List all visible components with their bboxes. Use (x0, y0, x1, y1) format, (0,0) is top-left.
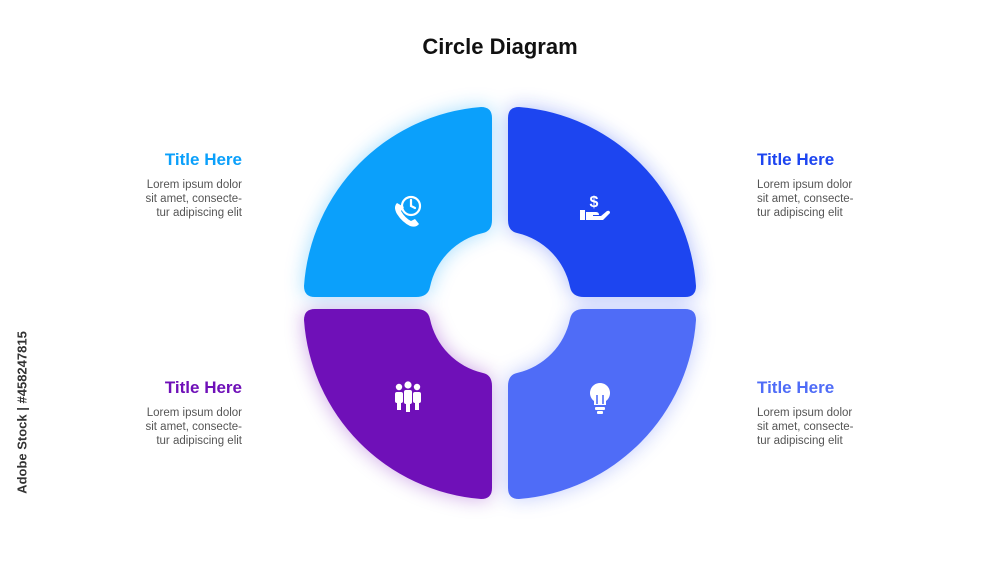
body-line: Lorem ipsum dolor (146, 407, 242, 419)
body-line: Lorem ipsum dolor (146, 179, 242, 191)
body-line: sit amet, consecte- (757, 193, 854, 205)
heading-bottom-left: Title Here (164, 378, 242, 397)
body-line: sit amet, consecte- (145, 193, 242, 205)
body-line: Lorem ipsum dolor (757, 407, 853, 419)
body-top-right: Lorem ipsum dolor sit amet, consecte- tu… (757, 178, 907, 220)
segment-top-right (508, 107, 696, 297)
heading-top-right: Title Here (757, 150, 835, 169)
text-block-bottom-left: Title Here Lorem ipsum dolor sit amet, c… (92, 378, 242, 448)
heading-top-left: Title Here (164, 150, 242, 169)
dollar-hand-icon: $ (580, 194, 610, 220)
lightbulb-icon (589, 383, 611, 414)
heading-bottom-right: Title Here (757, 378, 835, 397)
body-line: Lorem ipsum dolor (757, 179, 853, 191)
svg-text:$: $ (590, 194, 599, 211)
body-line: tur adipiscing elit (156, 207, 242, 219)
body-line: tur adipiscing elit (156, 435, 242, 447)
body-bottom-right: Lorem ipsum dolor sit amet, consecte- tu… (757, 406, 907, 448)
body-line: sit amet, consecte- (145, 421, 242, 433)
text-block-top-right: Title Here Lorem ipsum dolor sit amet, c… (757, 150, 907, 220)
clock-phone-icon (395, 195, 422, 227)
body-line: tur adipiscing elit (757, 435, 843, 447)
body-top-left: Lorem ipsum dolor sit amet, consecte- tu… (92, 178, 242, 220)
body-line: sit amet, consecte- (757, 421, 854, 433)
stock-watermark: Adobe Stock | #458247815 (12, 300, 32, 530)
body-line: tur adipiscing elit (757, 207, 843, 219)
body-bottom-left: Lorem ipsum dolor sit amet, consecte- tu… (92, 406, 242, 448)
text-block-bottom-right: Title Here Lorem ipsum dolor sit amet, c… (757, 378, 907, 448)
segment-top-left (304, 107, 492, 297)
text-block-top-left: Title Here Lorem ipsum dolor sit amet, c… (92, 150, 242, 220)
people-group-icon (395, 381, 421, 412)
watermark-text: Adobe Stock | #458247815 (14, 331, 30, 494)
diagram-title: Circle Diagram (422, 34, 578, 59)
